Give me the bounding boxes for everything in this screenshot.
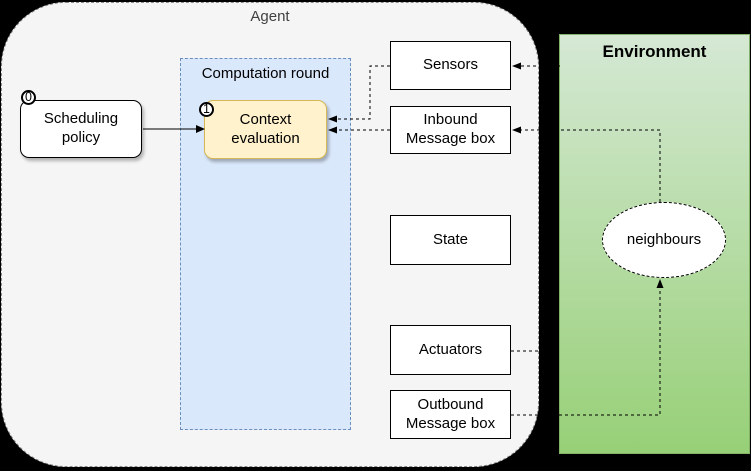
scheduling-policy-label: Scheduling policy — [43, 110, 119, 146]
computation-round-label: Computation round — [201, 65, 330, 82]
step-0-badge-number: 0 — [25, 90, 32, 105]
sensors-label: Sensors — [422, 56, 479, 74]
neighbours-label: neighbours — [626, 230, 702, 248]
sensors-node: Sensors — [390, 41, 511, 90]
step-1-badge-number: 1 — [203, 102, 210, 117]
outbound-message-box-node: Outbound Message box — [390, 390, 511, 439]
step-0-badge: 0 — [21, 90, 36, 105]
neighbours-ellipse: neighbours — [602, 202, 726, 278]
environment-label: Environment — [602, 42, 707, 61]
state-node: State — [390, 215, 511, 265]
inbound-message-box-label: Inbound Message box — [405, 111, 496, 147]
context-evaluation-node: Context evaluation — [204, 100, 327, 159]
step-1-badge: 1 — [199, 102, 214, 117]
agent-label: Agent — [250, 8, 290, 25]
state-label: State — [432, 230, 469, 248]
actuators-node: Actuators — [390, 325, 511, 375]
actuators-label: Actuators — [418, 340, 483, 358]
inbound-message-box-node: Inbound Message box — [390, 106, 511, 154]
outbound-message-box-label: Outbound Message box — [405, 395, 496, 432]
scheduling-policy-node: Scheduling policy — [20, 100, 142, 158]
context-evaluation-label: Context evaluation — [231, 110, 300, 147]
